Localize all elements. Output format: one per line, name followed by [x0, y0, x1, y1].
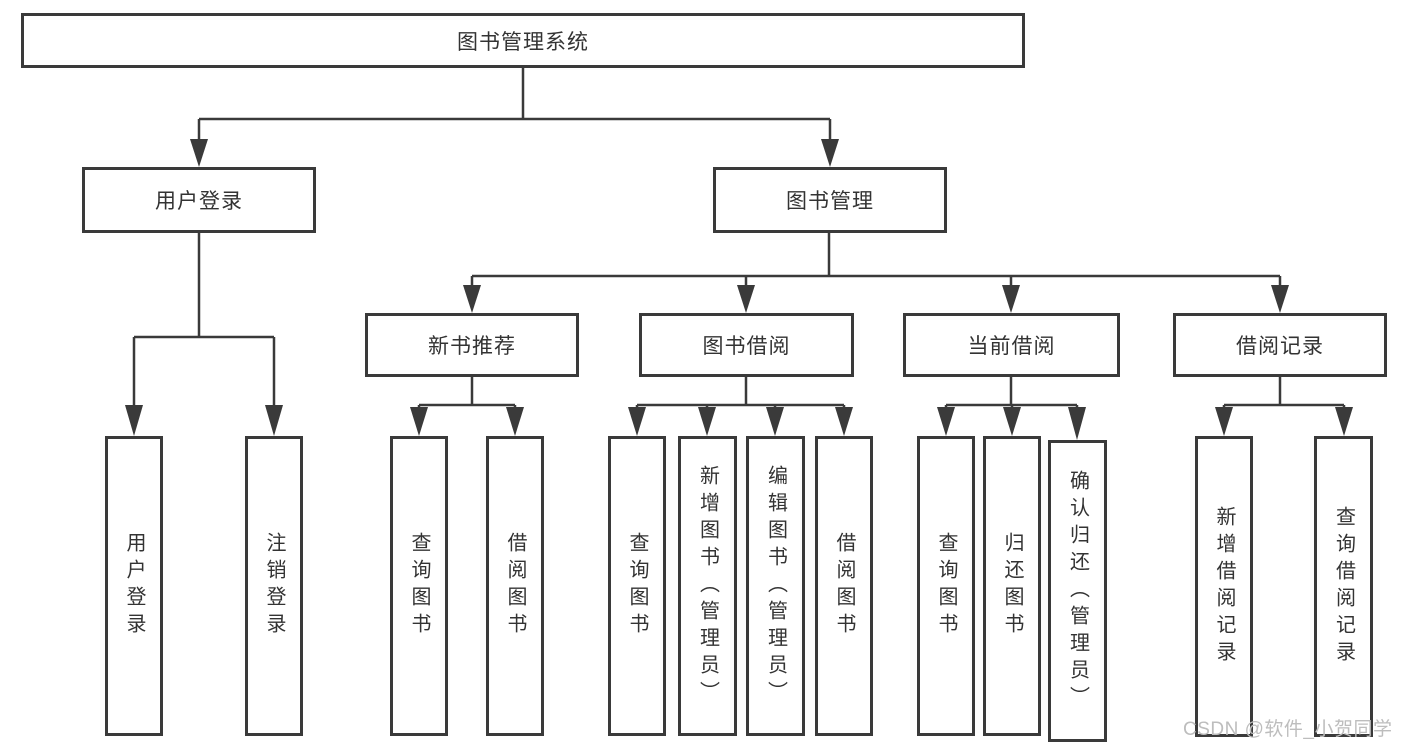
node-root-label: 图书管理系统 [457, 30, 589, 54]
node-book-borrow-label: 图书借阅 [702, 335, 791, 358]
connector-book-management-to-level2 [470, 233, 1282, 287]
connector-current-borrow-group [944, 377, 1079, 409]
node-book-management-label: 图书管理 [786, 190, 874, 213]
leaf-user-login: 用户登录 [105, 436, 163, 736]
node-root: 图书管理系统 [21, 13, 1025, 68]
node-book-borrow: 图书借阅 [639, 313, 854, 377]
node-user-login: 用户登录 [82, 167, 316, 233]
leaf-add-book-admin-label: 新增图书（管理员） [696, 464, 719, 708]
leaf-query-book-borrow-label: 查询图书 [626, 532, 648, 640]
csdn-watermark: CSDN @软件_小贺同学 [1183, 719, 1393, 740]
leaf-add-book-admin: 新增图书（管理员） [678, 436, 737, 736]
node-borrow-records-label: 借阅记录 [1236, 335, 1324, 358]
connector-borrow-records-group [1222, 377, 1346, 409]
connector-root-to-level1 [197, 68, 832, 141]
leaf-edit-book-admin-label: 编辑图书（管理员） [764, 464, 787, 708]
leaf-logout-login-label: 注销登录 [263, 532, 285, 640]
leaf-add-borrow-record-label: 新增借阅记录 [1213, 505, 1235, 668]
leaf-confirm-return-admin: 确认归还（管理员） [1048, 440, 1107, 742]
connector-new-book-recommend-group [417, 377, 517, 409]
leaf-query-borrow-record: 查询借阅记录 [1314, 436, 1373, 737]
leaf-confirm-return-admin-label: 确认归还（管理员） [1066, 469, 1089, 713]
node-user-login-label: 用户登录 [155, 190, 243, 213]
leaf-edit-book-admin: 编辑图书（管理员） [746, 436, 805, 736]
node-book-management: 图书管理 [713, 167, 947, 233]
node-borrow-records: 借阅记录 [1173, 313, 1387, 377]
arrowheads [125, 139, 1353, 440]
leaf-borrow-book-label: 借阅图书 [833, 532, 855, 640]
node-new-book-recommend: 新书推荐 [365, 313, 579, 377]
leaf-query-borrow-record-label: 查询借阅记录 [1332, 505, 1355, 668]
leaf-add-borrow-record: 新增借阅记录 [1195, 436, 1253, 737]
leaf-return-book: 归还图书 [983, 436, 1041, 736]
leaf-query-book-current: 查询图书 [917, 436, 975, 736]
leaf-logout-login: 注销登录 [245, 436, 303, 736]
node-current-borrow-label: 当前借阅 [967, 335, 1056, 358]
leaf-borrow-book-recommend: 借阅图书 [486, 436, 544, 736]
leaf-query-book-current-label: 查询图书 [935, 532, 957, 640]
leaf-query-book-borrow: 查询图书 [608, 436, 666, 736]
node-new-book-recommend-label: 新书推荐 [428, 335, 516, 358]
leaf-return-book-label: 归还图书 [1001, 532, 1023, 640]
connector-user-login-group [132, 233, 276, 407]
leaf-borrow-book: 借阅图书 [815, 436, 873, 736]
connector-book-borrow-group [635, 377, 846, 409]
leaf-query-book-recommend: 查询图书 [390, 436, 448, 736]
leaf-query-book-recommend-label: 查询图书 [408, 532, 430, 640]
node-current-borrow: 当前借阅 [903, 313, 1120, 377]
leaf-borrow-book-recommend-label: 借阅图书 [504, 532, 526, 640]
leaf-user-login-label: 用户登录 [123, 532, 145, 640]
